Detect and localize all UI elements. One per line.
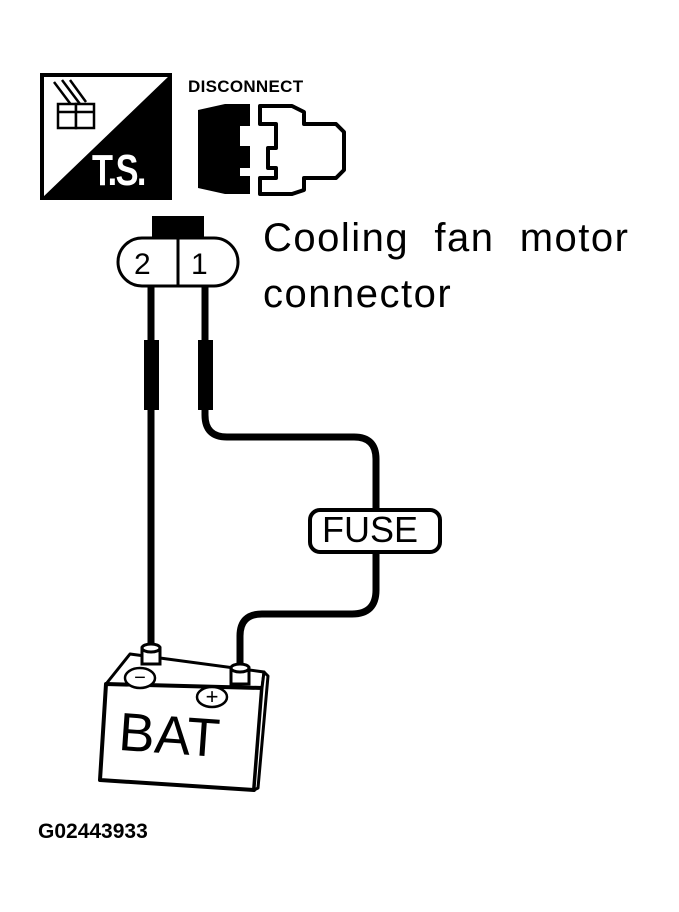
battery-positive-symbol: + <box>206 684 219 709</box>
battery <box>98 642 270 792</box>
ts-label: T.S. <box>92 146 146 195</box>
disconnect-label: DISCONNECT <box>188 77 304 96</box>
pin-2-label: 2 <box>134 248 151 281</box>
tester-probe-icon <box>53 79 96 130</box>
battery-label: BAT <box>116 701 222 769</box>
positive-terminal <box>195 662 251 709</box>
fuse-box <box>308 508 442 554</box>
pin-1-label: 1 <box>191 248 208 281</box>
connector-label-line1: Cooling fan motor <box>263 216 630 260</box>
connector-label-line2: connector <box>263 272 453 316</box>
fuse-label: FUSE <box>322 509 419 550</box>
fan-motor-connector <box>116 216 240 288</box>
battery-negative-symbol: − <box>134 667 146 689</box>
disconnect-connector-icon <box>198 104 346 196</box>
negative-wire <box>144 286 159 648</box>
positive-wire <box>198 286 380 668</box>
figure-id: G02443933 <box>38 820 148 843</box>
negative-terminal <box>123 642 162 690</box>
ts-badge-icon <box>40 73 172 200</box>
